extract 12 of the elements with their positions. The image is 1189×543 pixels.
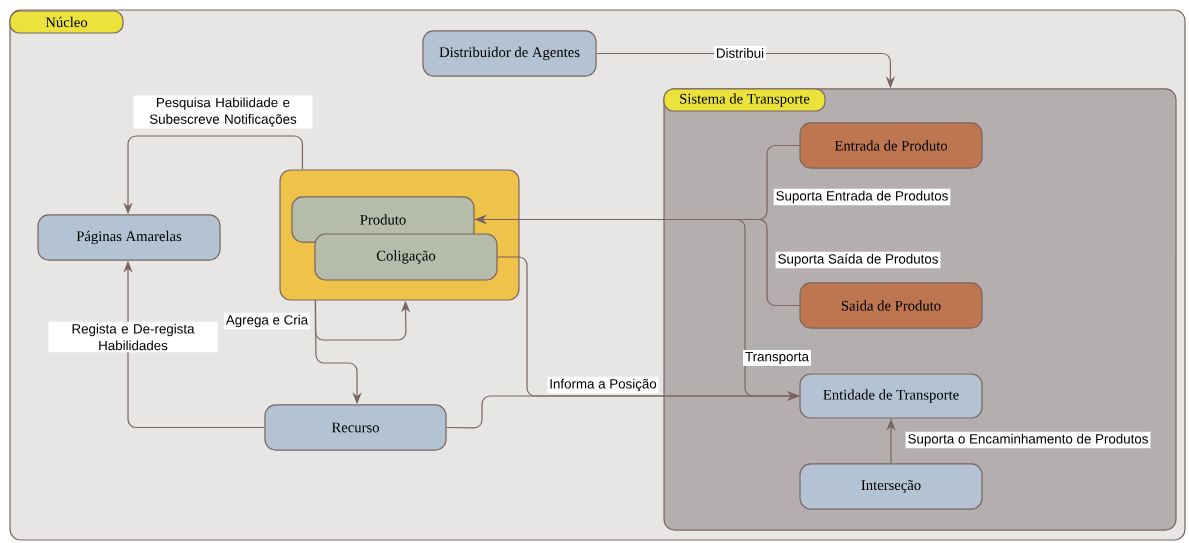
edge-label: Distribui bbox=[713, 46, 767, 60]
process-box: Distribuidor de Agentes bbox=[422, 30, 597, 77]
edge-label: Regista e De-regista Habilidades bbox=[48, 321, 218, 353]
process-box: Recurso bbox=[264, 404, 447, 451]
process-box: Páginas Amarelas bbox=[37, 214, 221, 261]
process-box: Entrada de Produto bbox=[799, 122, 983, 169]
process-box: Entidade de Transporte bbox=[799, 373, 983, 419]
edge-label: Transporta bbox=[743, 350, 811, 366]
edge-label: Pesquisa Habilidade e Subescreve Notificações bbox=[133, 95, 313, 129]
process-box: Coligação bbox=[314, 233, 498, 281]
process-box: Interseção bbox=[799, 463, 983, 510]
process-box: Saida de Produto bbox=[799, 282, 983, 329]
